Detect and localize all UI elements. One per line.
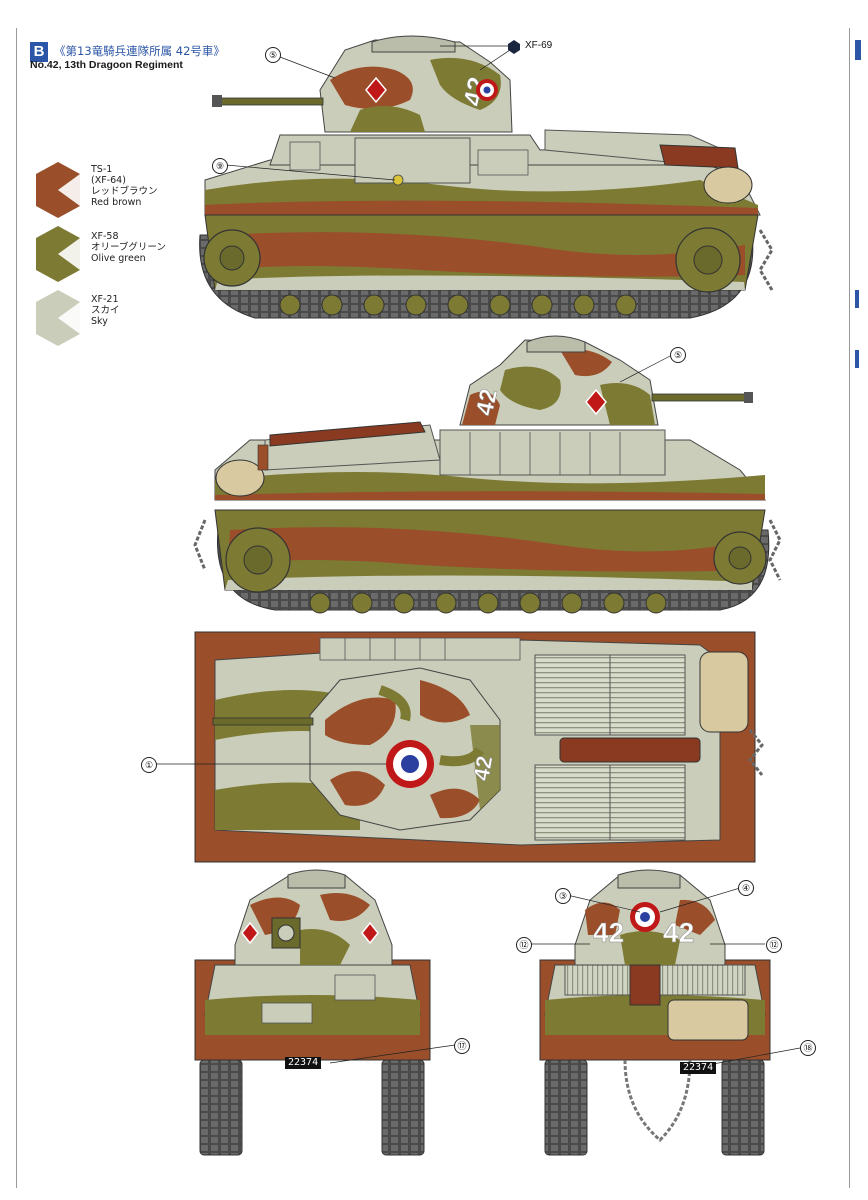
callout-12: ⑫: [766, 937, 782, 953]
edge-tab-marker: [855, 40, 861, 60]
callout-9: ⑨: [212, 158, 228, 174]
section-badge: B: [30, 42, 48, 62]
legend-item-olive-green: XF-58 オリーブグリーン Olive green: [91, 231, 166, 264]
xf69-hex-marker: [508, 40, 520, 54]
callout-1: ①: [141, 757, 157, 773]
svg-text:42: 42: [663, 917, 694, 948]
callout-5: ⑤: [670, 347, 686, 363]
legend-item-sky: XF-21 スカイ Sky: [91, 294, 120, 327]
registration-plate-front: 22374: [285, 1057, 322, 1069]
callout-18: ⑱: [800, 1040, 816, 1056]
edge-tab-marker: [855, 290, 859, 308]
callout-12: ⑫: [516, 937, 532, 953]
tank-side-view-right: 42: [193, 335, 782, 614]
paint-code-xf69: XF-69: [525, 40, 553, 51]
title-english: No.42, 13th Dragoon Regiment: [30, 59, 183, 71]
tank-front-view: [194, 869, 456, 1156]
paint-swatch-red-brown: [36, 162, 80, 218]
svg-text:42: 42: [471, 386, 503, 418]
registration-plate-rear: 22374: [680, 1062, 717, 1074]
tank-side-view-left: 42: [199, 35, 774, 319]
legend-item-red-brown: TS-1 (XF-64) レッドブラウン Red brown: [91, 164, 158, 208]
page-frame: [16, 28, 850, 1188]
svg-text:42: 42: [468, 754, 497, 782]
tank-top-view: 42: [156, 631, 764, 863]
paint-swatch-sky: [36, 290, 80, 346]
paint-swatch-olive-green: [36, 226, 80, 282]
svg-text:42: 42: [593, 917, 624, 948]
title-japanese: 《第13竜騎兵連隊所属 42号車》: [54, 44, 225, 58]
tank-rear-view: 42 42: [530, 869, 801, 1156]
callout-5: ⑤: [265, 47, 281, 63]
edge-tab-marker: [855, 350, 859, 368]
callout-3: ③: [555, 888, 571, 904]
callout-17: ⑰: [454, 1038, 470, 1054]
callout-4: ④: [738, 880, 754, 896]
